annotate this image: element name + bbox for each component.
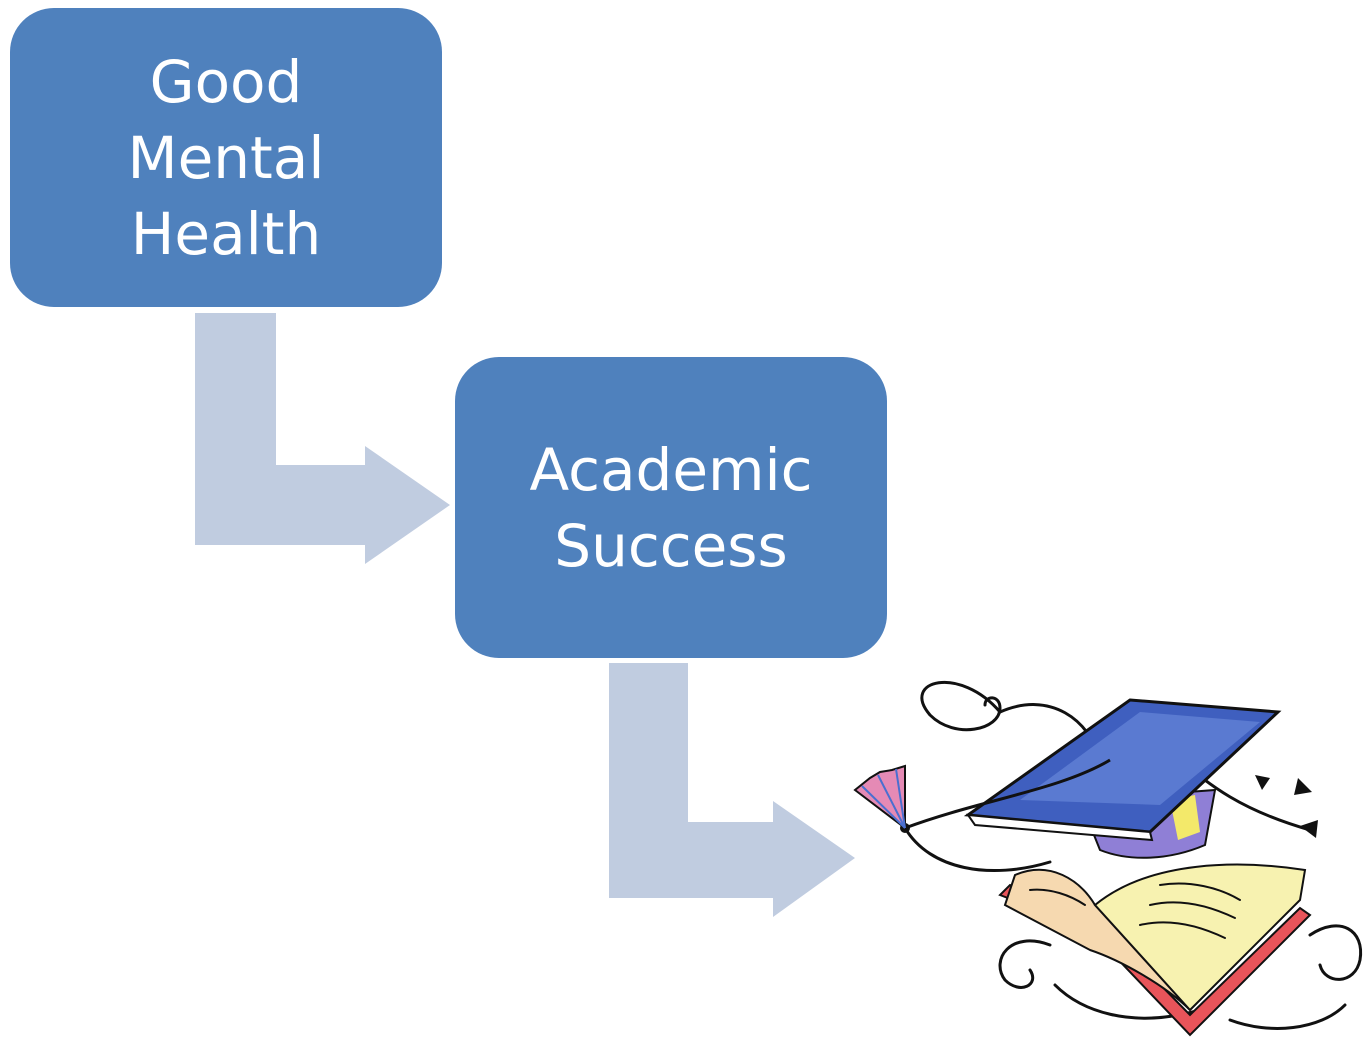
step-2-line-1: Academic (529, 435, 813, 504)
step-1-line-2: Mental (127, 123, 325, 192)
step-box-good-mental-health: Good Mental Health (10, 8, 442, 307)
step-box-academic-success: Academic Success (455, 357, 887, 658)
tassel (853, 764, 906, 831)
step-1-line-3: Health (130, 199, 322, 268)
bent-arrow-1 (195, 313, 450, 564)
step-2-line-2: Success (554, 511, 788, 580)
step-1-line-1: Good (149, 47, 303, 116)
bent-arrow-2 (609, 663, 855, 917)
